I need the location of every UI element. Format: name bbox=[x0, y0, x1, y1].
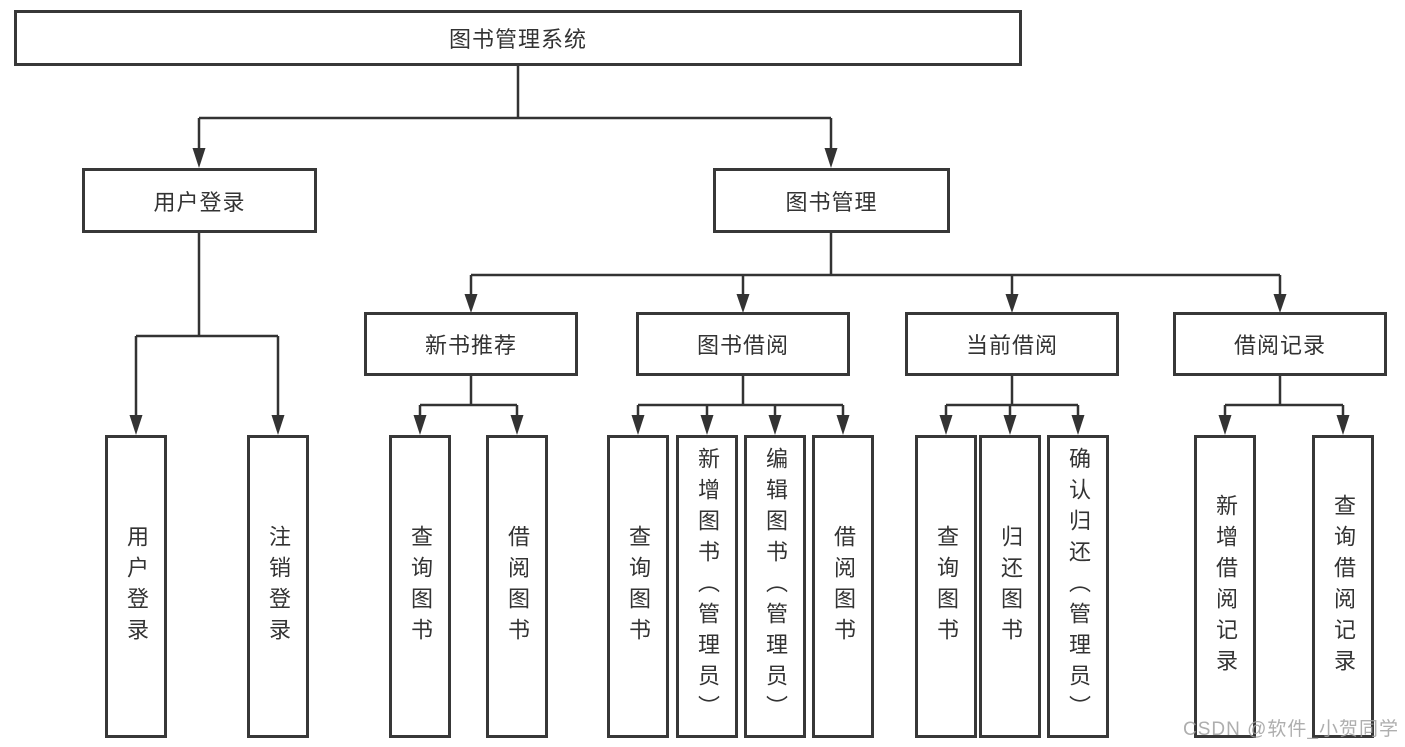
leaf-add-book-admin: 新增图书（管理员） bbox=[676, 435, 738, 738]
leaf-return-book: 归还图书 bbox=[979, 435, 1041, 738]
connector-book-management-children bbox=[469, 233, 1282, 294]
node-user-login: 用户登录 bbox=[82, 168, 317, 233]
node-borrow-records: 借阅记录 bbox=[1173, 312, 1387, 376]
leaf-query-borrow-record: 查询借阅记录 bbox=[1312, 435, 1374, 738]
leaf-user-login: 用户登录 bbox=[105, 435, 167, 738]
leaf-confirm-return-admin: 确认归还（管理员） bbox=[1047, 435, 1109, 738]
connector-new-book-recommend-children bbox=[418, 376, 519, 417]
leaf-borrow-books: 借阅图书 bbox=[812, 435, 874, 738]
connector-user-login-children bbox=[134, 233, 280, 417]
leaf-logout: 注销登录 bbox=[247, 435, 309, 738]
connector-root-to-level2 bbox=[197, 64, 833, 150]
leaf-query-books-borrow: 查询图书 bbox=[607, 435, 669, 738]
node-book-borrow: 图书借阅 bbox=[636, 312, 850, 376]
node-library-system: 图书管理系统 bbox=[14, 10, 1022, 66]
leaf-add-borrow-record: 新增借阅记录 bbox=[1194, 435, 1256, 738]
arrowheads bbox=[129, 148, 1350, 435]
leaf-query-books-recommend: 查询图书 bbox=[389, 435, 451, 738]
node-book-management: 图书管理 bbox=[713, 168, 950, 233]
node-current-borrow: 当前借阅 bbox=[905, 312, 1119, 376]
connector-borrow-records-children bbox=[1223, 376, 1345, 417]
leaf-borrow-books-recommend: 借阅图书 bbox=[486, 435, 548, 738]
leaf-edit-book-admin: 编辑图书（管理员） bbox=[744, 435, 806, 738]
connector-book-borrow-children bbox=[636, 376, 845, 417]
csdn-watermark: CSDN @软件_小贺同学 bbox=[1183, 719, 1399, 740]
leaf-query-books-current: 查询图书 bbox=[915, 435, 977, 738]
node-new-book-recommend: 新书推荐 bbox=[364, 312, 578, 376]
connector-current-borrow-children bbox=[944, 376, 1080, 417]
